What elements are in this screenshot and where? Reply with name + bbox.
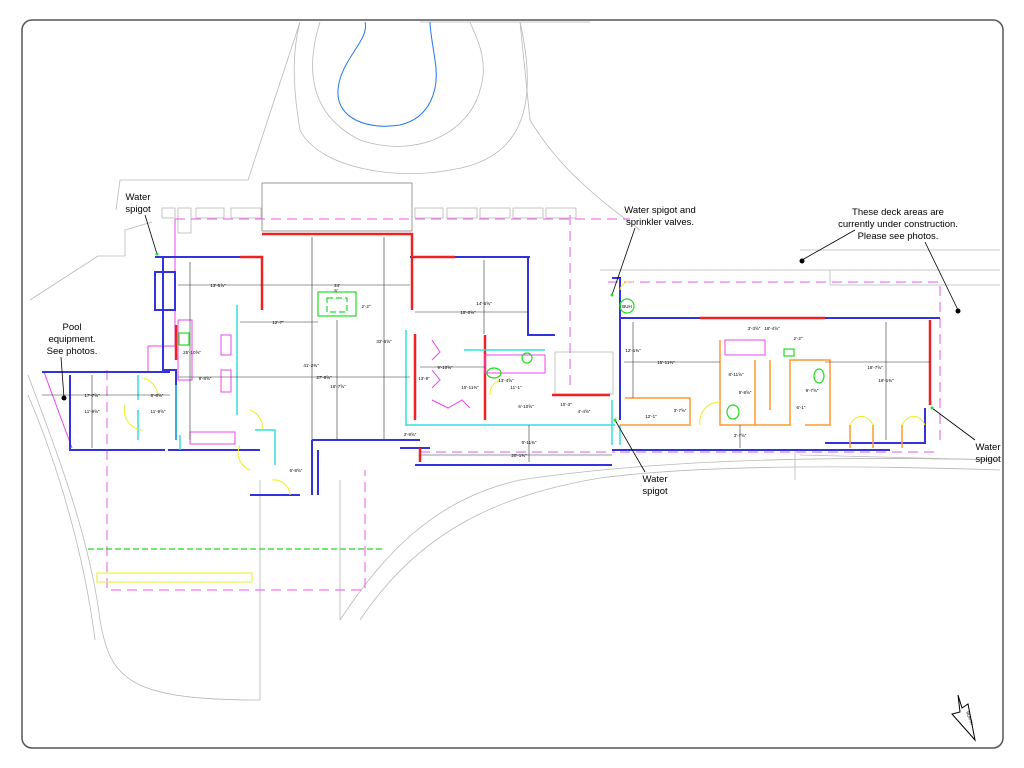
walls bbox=[42, 256, 940, 496]
dimension-label: 3'-7⅝" bbox=[734, 433, 747, 438]
north-arrow-label: NORTH bbox=[965, 711, 975, 726]
svg-text:Please see photos.: Please see photos. bbox=[858, 231, 939, 242]
annotation-water-spigot-e: Water spigot bbox=[930, 406, 1001, 465]
svg-text:Water: Water bbox=[976, 442, 1001, 453]
svg-text:See photos.: See photos. bbox=[47, 346, 98, 357]
svg-text:Water: Water bbox=[643, 474, 668, 485]
dimension-label: 16'-7⅝" bbox=[330, 384, 346, 389]
fixtures: BUH bbox=[88, 291, 825, 583]
svg-text:equipment.: equipment. bbox=[48, 334, 95, 345]
dimension-label: 15'-11⅜" bbox=[657, 360, 675, 365]
dimension-label: 8'-11⅝" bbox=[729, 372, 744, 377]
dimension-label: 4'-4⅝" bbox=[578, 409, 591, 414]
svg-text:sprinkler valves.: sprinkler valves. bbox=[626, 217, 694, 228]
dimension-label: 25'-10⅝" bbox=[183, 350, 201, 355]
north-arrow-icon: NORTH bbox=[951, 694, 976, 742]
pond bbox=[337, 21, 437, 127]
dimension-label: 9'-11⅜" bbox=[522, 440, 537, 445]
annotation-water-spigot-s: Water spigot bbox=[613, 418, 668, 497]
annotation-spigot-sprinkler: Water spigot and sprinkler valves. bbox=[610, 205, 696, 297]
dimension-label: 3'-7⅝" bbox=[674, 408, 687, 413]
dimension-label: 6'-10⅝" bbox=[518, 404, 534, 409]
dimension-label: 12'-1" bbox=[645, 414, 657, 419]
dimension-label: 2'-2" bbox=[794, 336, 803, 341]
dimension-label: 18'-7⅝" bbox=[867, 365, 883, 370]
bathroom-walls bbox=[620, 340, 903, 448]
dimension-label: 11'-9⅝" bbox=[151, 409, 166, 414]
dimension-label: 3'-3⅝" bbox=[748, 326, 761, 331]
dimension-label: 41'-2⅜" bbox=[303, 363, 319, 368]
dimension-label: 17'-7⅝" bbox=[84, 393, 100, 398]
site-outline bbox=[27, 21, 1001, 701]
dimension-label: 3'-9⅝" bbox=[404, 432, 417, 437]
dimension-label: 14'-5⅝" bbox=[476, 301, 492, 306]
annotation-pool-equipment: Pool equipment. See photos. bbox=[47, 322, 98, 401]
dimension-label: 2'-2" bbox=[362, 304, 371, 309]
dimension-label: 13'-5⅞" bbox=[210, 283, 226, 288]
svg-text:These deck areas are: These deck areas are bbox=[852, 207, 944, 218]
dimension-label: 11'-1" bbox=[510, 385, 522, 390]
dimension-label: 13'-9" bbox=[418, 376, 430, 381]
dimension-label: 6'-1" bbox=[797, 405, 806, 410]
svg-text:spigot: spigot bbox=[125, 204, 151, 215]
svg-text:spigot: spigot bbox=[975, 454, 1001, 465]
dimension-label: 9'-8⅝" bbox=[199, 376, 212, 381]
dimension-lines bbox=[42, 237, 930, 462]
dimension-label: 11'-9⅝" bbox=[85, 409, 100, 414]
dimension-label: 10'-3" bbox=[560, 402, 572, 407]
dimension-label: 18'-4⅝" bbox=[764, 326, 780, 331]
annotation-water-spigot-nw: Water spigot bbox=[125, 192, 159, 256]
dimension-label: 24' bbox=[334, 283, 340, 288]
dimension-label: 15'-0⅝" bbox=[460, 310, 476, 315]
dimension-label: 33'-6⅝" bbox=[376, 339, 392, 344]
interior-walls bbox=[137, 305, 621, 465]
dimension-label: 9'-10⅝" bbox=[437, 365, 453, 370]
doors bbox=[123, 281, 926, 496]
dimension-label: 19'-1⅜" bbox=[878, 378, 894, 383]
dimension-label: 10'-11⅜" bbox=[461, 385, 479, 390]
dimension-label: 6'-8⅝" bbox=[290, 468, 303, 473]
glass-walls bbox=[174, 232, 932, 462]
dimension-label: 12'-7" bbox=[272, 320, 284, 325]
svg-text:Water spigot and: Water spigot and bbox=[624, 205, 695, 216]
dimension-label: 12'-1⅜" bbox=[625, 348, 641, 353]
svg-text:Pool: Pool bbox=[62, 322, 81, 333]
dimension-label: 20'-1⅜" bbox=[511, 453, 527, 458]
dimension-label: 9'-8⅝" bbox=[739, 390, 752, 395]
dimension-label: 9'-7⅝" bbox=[806, 388, 819, 393]
svg-text:currently under construction.: currently under construction. bbox=[838, 219, 958, 230]
dimension-labels: 13'-5⅞" 24' 12'-7" 5' 2'-2" 33'-6⅝" 41'-… bbox=[84, 283, 894, 473]
dimension-label: 27'-8⅝" bbox=[316, 375, 332, 380]
svg-text:spigot: spigot bbox=[642, 486, 668, 497]
svg-text:Water: Water bbox=[126, 192, 151, 203]
sheet-border bbox=[21, 19, 1004, 749]
dimension-label: 5' bbox=[334, 288, 338, 293]
dimension-label: 6'-8⅝" bbox=[151, 393, 164, 398]
dimension-label: 13'-4⅝" bbox=[498, 378, 514, 383]
fixture-label: BUH bbox=[622, 304, 632, 309]
annotation-deck-areas: These deck areas are currently under con… bbox=[799, 207, 961, 314]
